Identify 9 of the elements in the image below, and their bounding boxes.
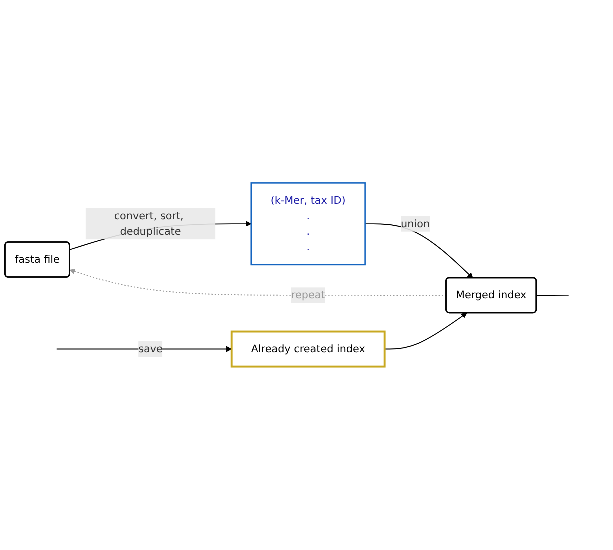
node-box: Already created index xyxy=(230,330,386,368)
edge-label: repeat xyxy=(291,288,326,302)
edge-label: convert, sort, deduplicate xyxy=(114,210,184,238)
edge-label: union xyxy=(401,218,430,230)
connector xyxy=(536,294,570,296)
edge-label: save xyxy=(138,342,163,356)
node-box: (k-Mer, tax ID) . . . xyxy=(250,182,366,266)
arrow xyxy=(364,224,474,278)
arrow xyxy=(384,313,468,350)
